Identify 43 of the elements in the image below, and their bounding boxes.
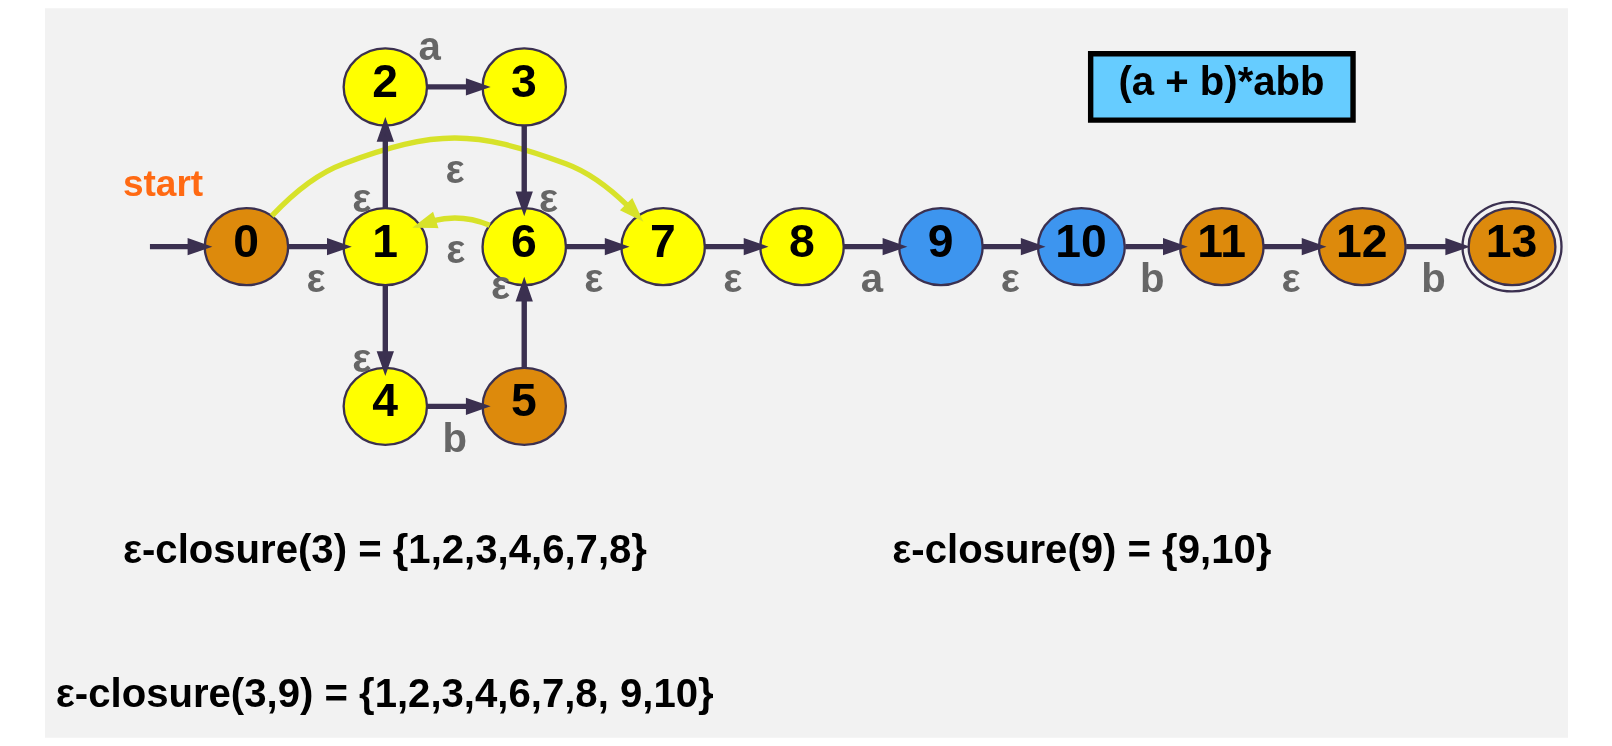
arrow bbox=[515, 125, 533, 217]
label: ε-closure(3) = {1,2,3,4,6,7,8} bbox=[122, 527, 647, 573]
edge-label: ε bbox=[1000, 255, 1020, 301]
arrow bbox=[411, 211, 491, 229]
arrow bbox=[376, 117, 394, 209]
node-label: start bbox=[122, 162, 203, 205]
arrow bbox=[704, 237, 768, 256]
node-circle: 3 bbox=[480, 47, 567, 127]
node-box: (a + b)*abb bbox=[1087, 51, 1356, 123]
arrow bbox=[1405, 237, 1470, 256]
node-ellipse: 12 bbox=[1317, 206, 1407, 287]
node-circle: 0 bbox=[203, 206, 289, 287]
node-circle: 11 bbox=[1178, 206, 1265, 287]
label: ε-closure(3,9) = {1,2,3,4,6,7,8, 9,10} bbox=[55, 670, 714, 716]
arrow bbox=[515, 276, 533, 368]
arrow bbox=[376, 284, 394, 376]
arrow bbox=[426, 397, 491, 416]
edge-label: b bbox=[441, 415, 467, 461]
arrow bbox=[287, 237, 352, 256]
arrow bbox=[149, 237, 212, 256]
edge-label: ε bbox=[1281, 255, 1301, 301]
arrow bbox=[565, 237, 630, 256]
node-circle: 9 bbox=[897, 206, 984, 287]
node-circle: 5 bbox=[480, 366, 567, 447]
arrow bbox=[982, 237, 1046, 256]
arrow bbox=[426, 78, 491, 96]
arrow bbox=[269, 135, 643, 222]
edge-label: ε bbox=[445, 227, 465, 273]
edge-label: ε bbox=[583, 255, 603, 301]
node-circle: 13 bbox=[1460, 200, 1563, 293]
arrow bbox=[1124, 237, 1188, 256]
label: ε-closure(9) = {9,10} bbox=[891, 527, 1271, 573]
node-ellipse: 10 bbox=[1036, 206, 1126, 287]
node-circle: 7 bbox=[619, 206, 706, 287]
edge-label: b bbox=[1139, 255, 1165, 301]
edge-label: ε bbox=[306, 255, 326, 301]
edge-label: b bbox=[1420, 255, 1446, 301]
edge-label: ε bbox=[445, 147, 465, 193]
arrow bbox=[843, 237, 907, 256]
edge-label: ε bbox=[722, 255, 742, 301]
node-circle: 8 bbox=[758, 206, 845, 287]
edge-label: a bbox=[860, 255, 883, 301]
arrow bbox=[1263, 237, 1326, 256]
